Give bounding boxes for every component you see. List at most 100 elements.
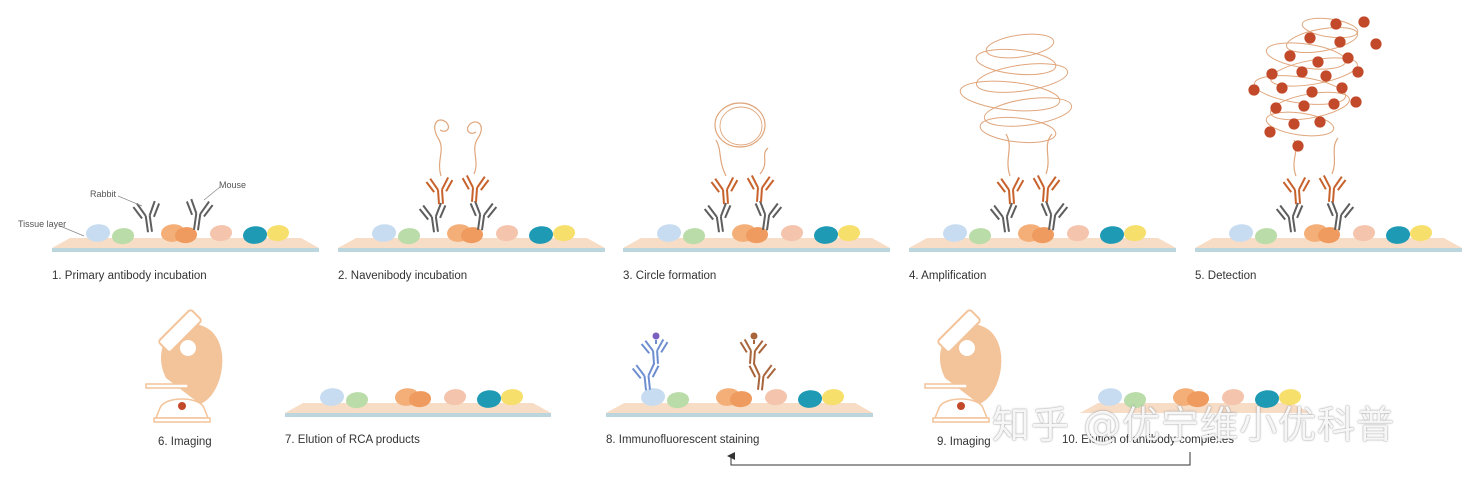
- microscope-light: [178, 402, 186, 410]
- tissue-panel: [338, 224, 605, 252]
- cell: [398, 228, 421, 245]
- navenibody: [996, 176, 1025, 205]
- step-8-caption: 8. Immunofluorescent staining: [606, 434, 760, 446]
- detection-probe-dot: [1370, 38, 1382, 50]
- cell: [175, 227, 198, 244]
- rabbit-leader: [117, 195, 143, 207]
- detection-probe-dot: [1298, 100, 1310, 112]
- cell: [86, 224, 111, 242]
- navenibody: [1032, 174, 1061, 203]
- stain-primary-right: [748, 362, 777, 391]
- detection-probe-dot: [1270, 102, 1282, 114]
- cell: [461, 227, 484, 244]
- rabbit-label: Rabbit: [90, 189, 117, 199]
- cell: [1032, 227, 1055, 244]
- cell: [1386, 226, 1411, 244]
- cell: [667, 392, 690, 409]
- cell: [1353, 225, 1376, 242]
- microscope-light: [957, 402, 965, 410]
- primary-antibody: [754, 200, 783, 231]
- cell: [1067, 225, 1090, 242]
- rca-arm-right: [1045, 133, 1053, 175]
- step-1-caption: 1. Primary antibody incubation: [52, 270, 207, 282]
- cell: [501, 389, 524, 406]
- tissue-panel: [909, 224, 1176, 252]
- navenibody-oligo-right: [466, 121, 482, 175]
- cell: [1255, 390, 1280, 408]
- detection-probe-dot: [1284, 50, 1296, 62]
- detection-probe-dot: [1328, 98, 1340, 110]
- cell: [1229, 224, 1254, 242]
- primary-antibody: [703, 202, 732, 233]
- detection-probe-dot: [1330, 18, 1342, 30]
- cell: [409, 391, 432, 408]
- cell: [969, 228, 992, 245]
- tissue-base-line: [338, 248, 605, 252]
- step-6-caption: 6. Imaging: [158, 436, 212, 448]
- tissue-panel: [1195, 224, 1462, 252]
- cell: [838, 225, 861, 242]
- step-7-caption: 7. Elution of RCA products: [285, 434, 420, 446]
- cell: [798, 390, 823, 408]
- microscope-tube: [158, 309, 202, 353]
- primary-antibody: [469, 200, 498, 231]
- tissue-base-line: [623, 248, 890, 252]
- microscope-foot: [932, 417, 990, 423]
- microscope-tube: [937, 309, 981, 353]
- detection-probe-dot: [1312, 56, 1324, 68]
- cell: [1279, 389, 1302, 406]
- cell: [1124, 225, 1147, 242]
- cell: [657, 224, 682, 242]
- rca-coil: [985, 33, 1055, 59]
- rca-arm-left: [1005, 133, 1011, 177]
- tissue-base-line: [285, 413, 551, 417]
- step-2-caption: 2. Navenibody incubation: [338, 270, 468, 282]
- cell: [267, 225, 290, 242]
- stain-secondary-left: [640, 338, 669, 365]
- microscope-step-6: [145, 309, 223, 423]
- tissue-panel: [623, 224, 890, 252]
- cell: [346, 392, 369, 409]
- rca-coil: [975, 63, 1069, 93]
- navenibody-oligo-left: [434, 119, 450, 177]
- detection-probe-dot: [1320, 70, 1332, 82]
- dna-circle-inner: [719, 106, 763, 146]
- watermark: 知乎 @优宁维小优科普: [992, 403, 1396, 447]
- cell: [641, 388, 666, 406]
- tissue-base-line: [52, 248, 319, 252]
- mouse-antibody: [185, 198, 214, 231]
- microscope-foot: [153, 417, 211, 423]
- cell: [683, 228, 706, 245]
- circle-arm-right: [759, 147, 769, 175]
- microscope-knob: [178, 338, 198, 358]
- cell: [496, 225, 519, 242]
- cell: [1187, 391, 1210, 408]
- primary-antibody: [418, 202, 447, 233]
- detection-coil: [1265, 111, 1335, 137]
- fluorophore-purple: [652, 332, 660, 340]
- primary-antibody: [1040, 200, 1069, 231]
- cell: [1318, 227, 1341, 244]
- detection-probe-dot: [1292, 140, 1304, 152]
- cell: [814, 226, 839, 244]
- cell: [730, 391, 753, 408]
- cell: [1410, 225, 1433, 242]
- detection-probe-dot: [1334, 36, 1346, 48]
- stain-secondary-right: [739, 338, 768, 365]
- detection-probe-dot: [1304, 32, 1316, 44]
- tissue-panel: [1080, 388, 1310, 413]
- circle-arm-left: [715, 139, 727, 177]
- dna-circle: [714, 102, 766, 148]
- detection-probe-dot: [1336, 82, 1348, 94]
- cell: [243, 226, 268, 244]
- stain-primary-left: [631, 362, 660, 391]
- microscope-stage: [924, 383, 968, 389]
- cell: [1124, 392, 1147, 409]
- step-10-caption: 10. Elution of antibody complexes: [1062, 434, 1234, 446]
- step-9-caption: 9. Imaging: [937, 436, 991, 448]
- navenibody: [1318, 174, 1347, 203]
- navenibody: [461, 174, 490, 203]
- primary-antibody: [1275, 202, 1304, 233]
- primary-antibody: [1326, 200, 1355, 231]
